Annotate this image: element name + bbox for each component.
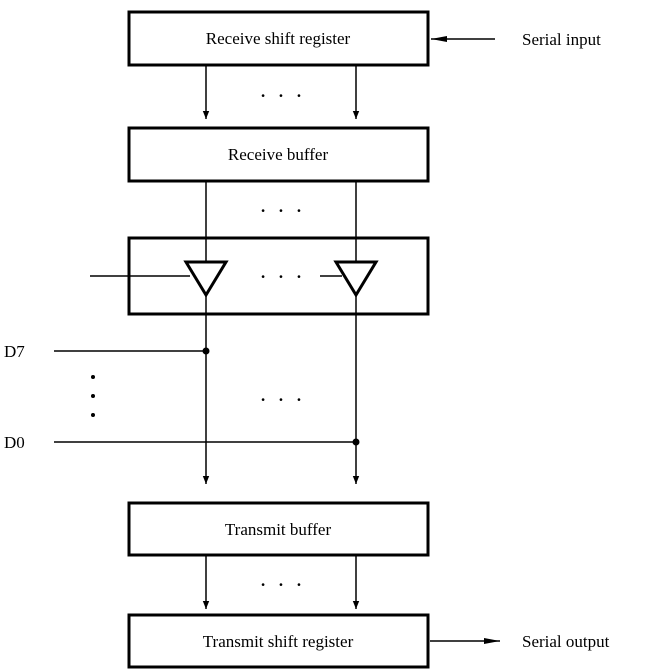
- transmit-buffer-label: Transmit buffer: [225, 520, 332, 539]
- transmit-buffer-block: Transmit buffer: [127, 501, 430, 557]
- receive-shift-register-block: Receive shift register: [127, 10, 430, 67]
- vertical-ellipsis: [91, 375, 95, 417]
- d0-label: D0: [4, 433, 25, 452]
- d0-junction: [352, 438, 360, 446]
- ellipsis-2: · · ·: [260, 201, 306, 220]
- transmit-shift-register-label: Transmit shift register: [203, 632, 354, 651]
- d7-junction: [202, 347, 210, 355]
- serial-output-label: Serial output: [522, 632, 610, 651]
- receive-buffer-label: Receive buffer: [228, 145, 329, 164]
- ellipsis-5: · · ·: [260, 575, 306, 594]
- tristate-buffer-block: · · ·: [90, 236, 430, 316]
- ellipsis-3: · · ·: [260, 267, 306, 286]
- ellipsis-1: · · ·: [260, 86, 306, 105]
- ellipsis-4: · · ·: [260, 390, 306, 409]
- tristate-buffer-right-icon: [333, 260, 379, 298]
- tristate-buffer-left-icon: [183, 260, 229, 298]
- d7-label: D7: [4, 342, 25, 361]
- transmit-shift-register-block: Transmit shift register: [127, 613, 430, 669]
- receive-buffer-block: Receive buffer: [127, 126, 430, 183]
- serial-input-label: Serial input: [522, 30, 601, 49]
- receive-shift-register-label: Receive shift register: [206, 29, 351, 48]
